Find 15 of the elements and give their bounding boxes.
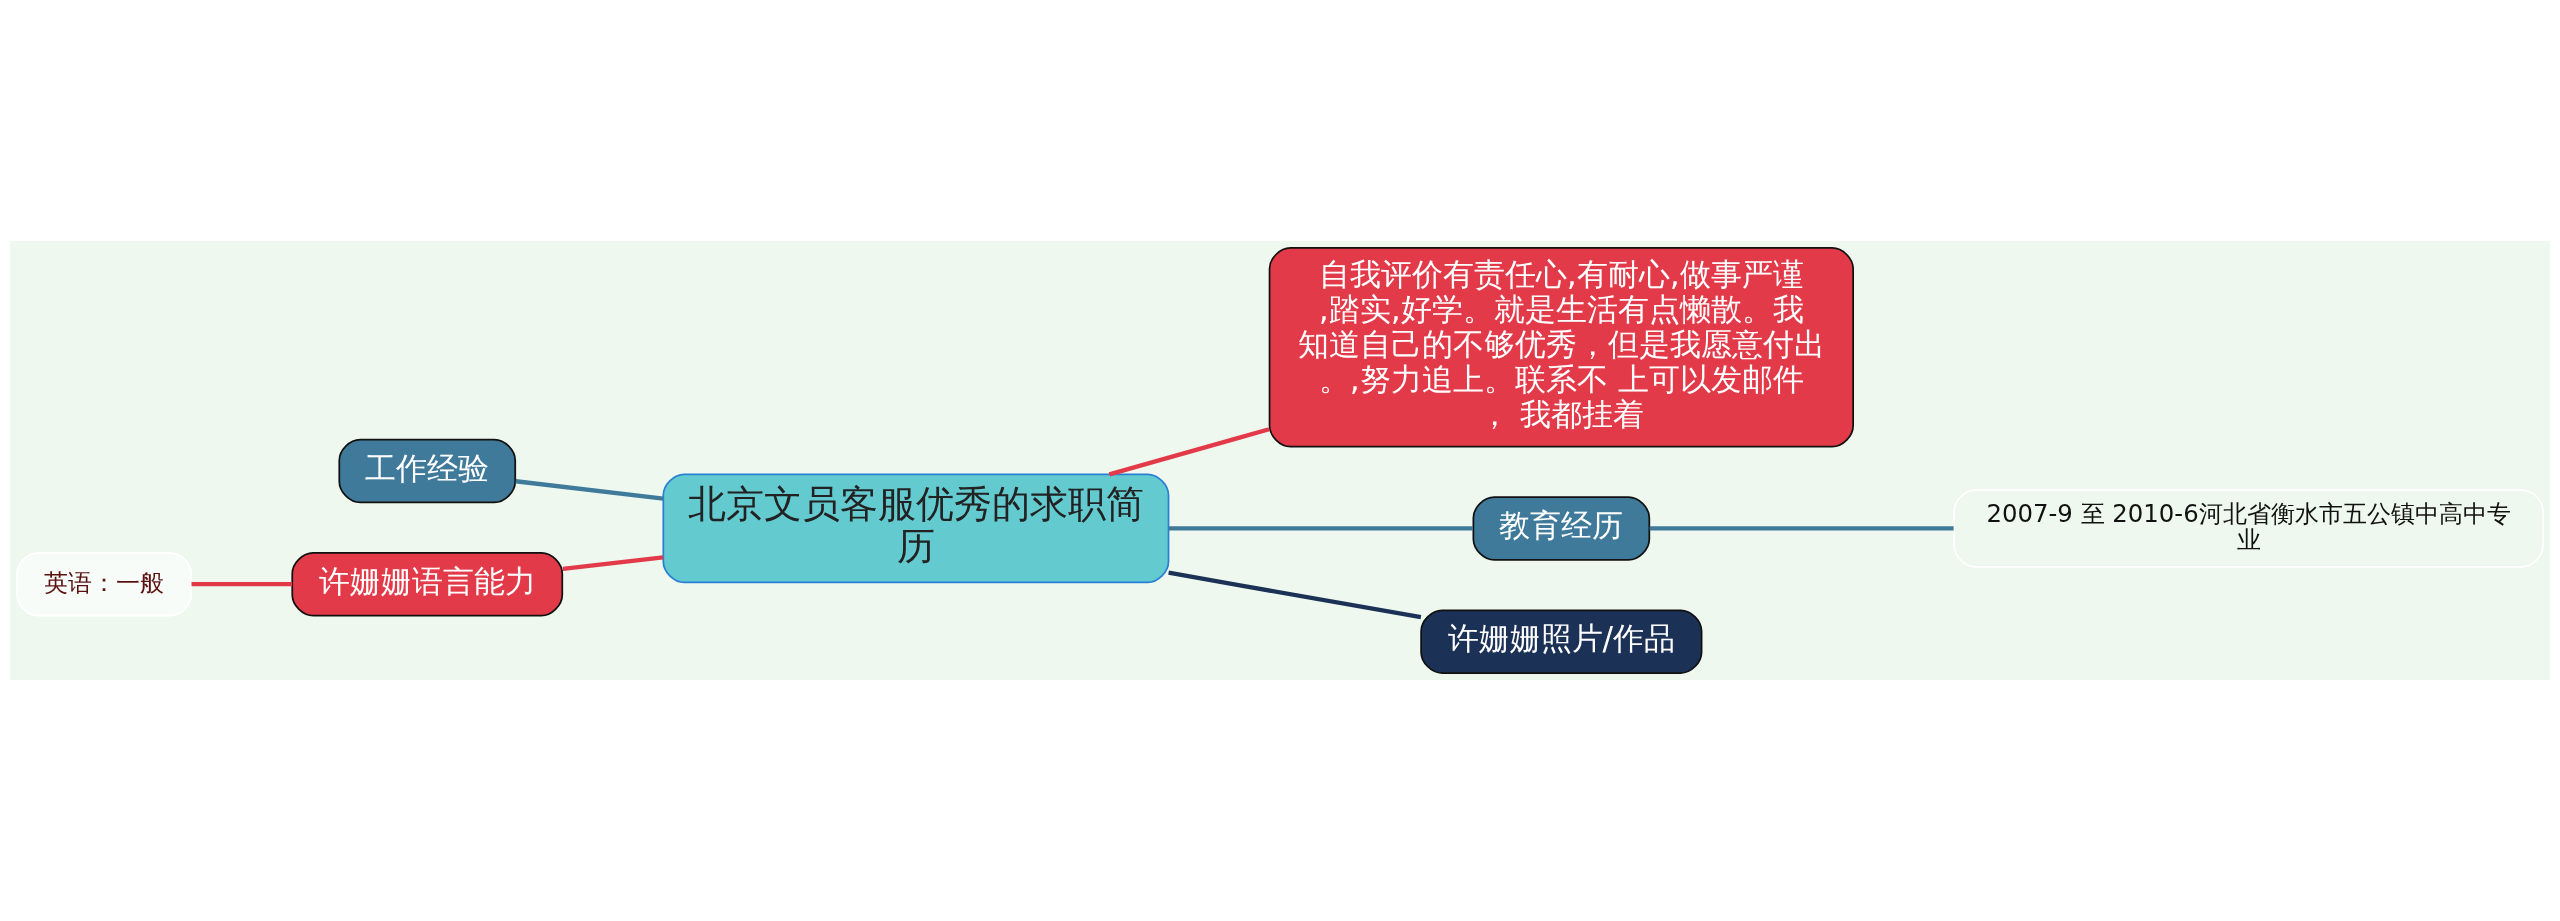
node-box: 教育经历: [1472, 496, 1651, 561]
node-box: 许姗姗语言能力: [291, 551, 564, 617]
node-box: 许姗姗照片/作品: [1420, 609, 1703, 674]
connector: [191, 582, 292, 587]
connector: [1168, 570, 1422, 620]
node-box: 工作经验: [338, 438, 517, 504]
connector: [1168, 526, 1473, 531]
node-box: 北京文员客服优秀的求职简历: [662, 473, 1170, 584]
node-box: 自我评价有责任心,有耐心,做事严谨,踏实,好学。就是生活有点懒散。我知道自己的不够优秀，但是我愿意付出。,努力追上。联系不 上可以发邮件， 我都挂着: [1268, 247, 1854, 448]
connector: [562, 555, 664, 571]
connector: [1649, 526, 1954, 531]
connector: [515, 479, 664, 501]
node-box: 英语：一般: [16, 551, 193, 617]
node-box: 2007-9 至 2010-6河北省衡水市五公镇中高中专业: [1953, 489, 2544, 568]
connector: [1108, 427, 1270, 477]
